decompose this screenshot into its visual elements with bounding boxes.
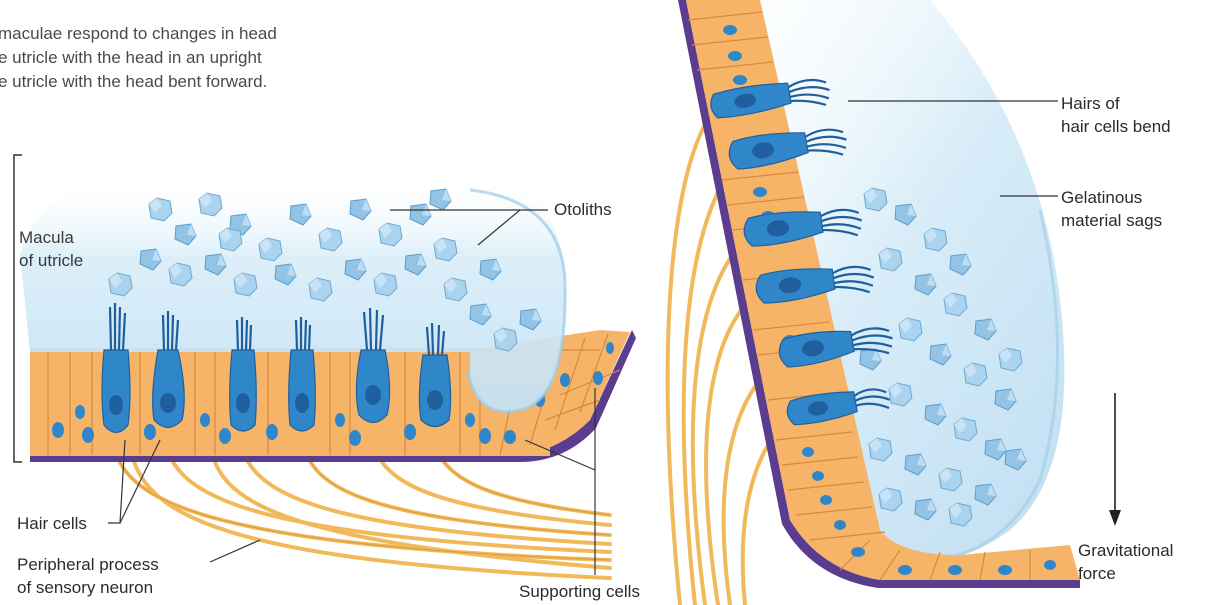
label-gelatinous-material-sags: Gelatinous material sags (1061, 186, 1162, 232)
caption-line-1: maculae respond to changes in head (0, 22, 277, 46)
label-hairs-of-hair-cells-bend: Hairs of hair cells bend (1061, 92, 1171, 138)
label-peripheral-process: Peripheral process of sensory neuron (17, 553, 159, 599)
caption-line-3: e utricle with the head bent forward. (0, 70, 267, 94)
label-macula-of-utricle: Macula of utricle (19, 226, 83, 272)
left-panel-upright (14, 155, 636, 578)
right-panel-bent-forward (668, 0, 1121, 605)
label-hair-cells: Hair cells (17, 512, 87, 535)
label-gravitational-force: Gravitational force (1078, 539, 1173, 585)
gravity-arrow (1109, 393, 1121, 526)
macula-bracket (14, 155, 22, 462)
caption-line-2: e utricle with the head in an upright (0, 46, 262, 70)
label-supporting-cells: Supporting cells (519, 580, 640, 603)
label-otoliths: Otoliths (554, 198, 612, 221)
